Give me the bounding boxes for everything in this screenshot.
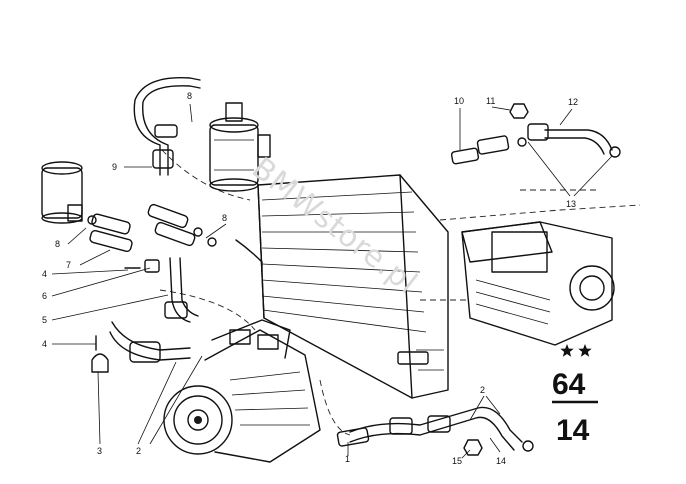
callout-label: 13 (566, 199, 576, 209)
group-number-main: 64 (552, 368, 586, 401)
compressor-hoses (109, 257, 199, 363)
star-icon (560, 344, 574, 357)
condenser (235, 174, 449, 399)
evaporator-housing (461, 221, 615, 346)
callout-label: 9 (112, 162, 117, 172)
hose-14 (336, 406, 534, 456)
watermark-text: BMWstore.pl (245, 151, 424, 302)
hose-9 (133, 76, 201, 176)
callout-label: 2 (480, 385, 485, 395)
callout-label: 3 (97, 446, 102, 456)
callout-label: 8 (222, 213, 227, 223)
short-hoses-left (87, 203, 217, 253)
receiver-drier (209, 102, 271, 192)
callout-label: 4 (42, 339, 47, 349)
callout-label: 6 (42, 291, 47, 301)
callout-label: 5 (42, 315, 47, 325)
callout-label: 14 (496, 456, 506, 466)
star-icons (560, 344, 592, 357)
assembly-dash-lines (159, 149, 641, 436)
callout-label: 7 (66, 260, 71, 270)
callout-labels: 1 2 2 3 4 4 5 6 7 8 8 8 9 10 11 12 13 14… (42, 91, 578, 466)
callout-label: 11 (486, 96, 495, 106)
callout-label: 2 (136, 446, 141, 456)
callout-label: 1 (345, 454, 350, 464)
group-number-block: 64 14 (552, 344, 598, 447)
callout-label: 10 (454, 96, 464, 106)
callout-label: 8 (187, 91, 192, 101)
group-number-sub: 14 (556, 414, 590, 447)
leader-lines (51, 103, 613, 459)
compressor (163, 319, 321, 463)
callout-label: 8 (55, 239, 60, 249)
top-right-hoses (450, 103, 621, 165)
expansion-canister (41, 161, 83, 224)
callout-label: 4 (42, 269, 47, 279)
star-icon (578, 344, 592, 357)
clip-and-bolts (91, 259, 160, 373)
callout-label: 12 (568, 97, 578, 107)
callout-label: 15 (452, 456, 462, 466)
